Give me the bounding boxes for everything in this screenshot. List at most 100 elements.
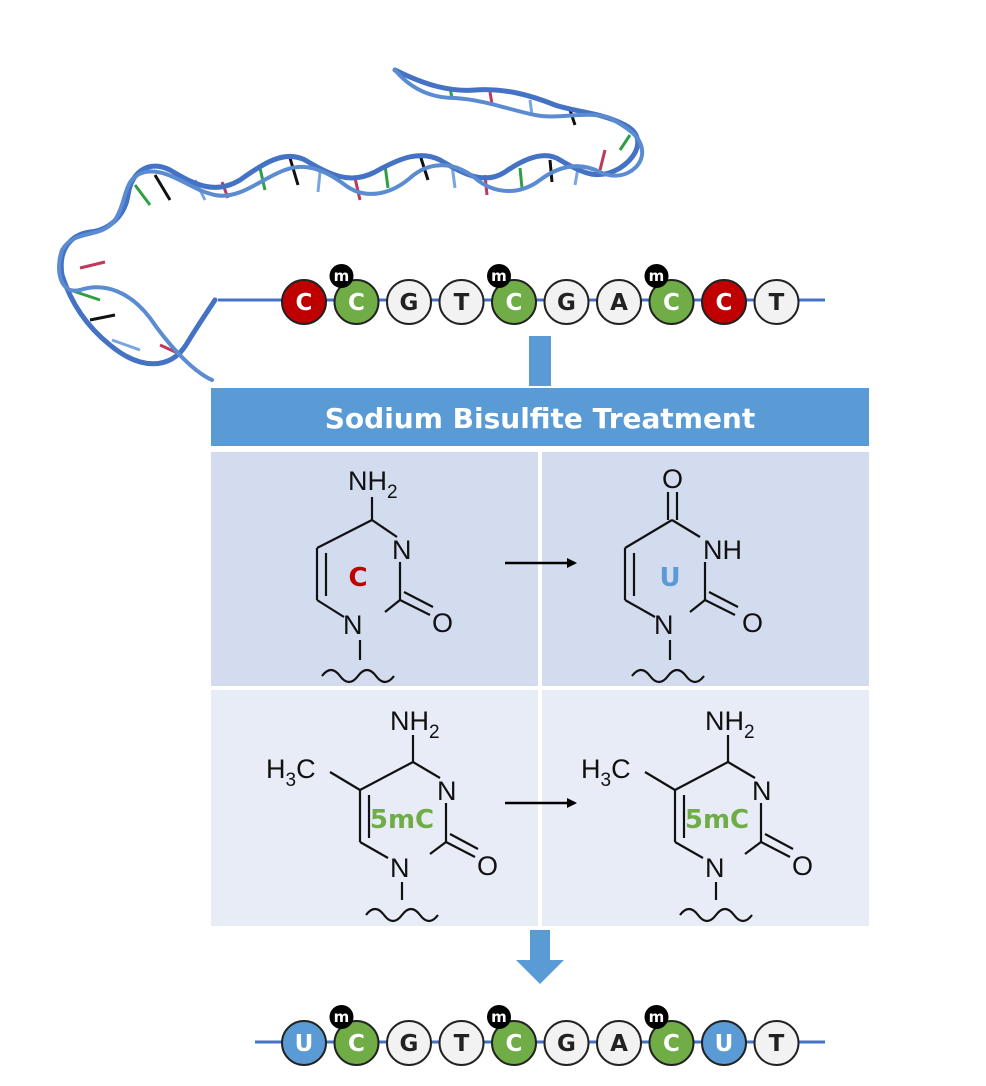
helix-base-pair-rung <box>488 91 494 105</box>
helix-base-pair-rung <box>133 184 152 206</box>
before-base-label: T <box>454 290 470 316</box>
helix-base-pair-rung <box>568 109 577 126</box>
helix-strand-b <box>57 68 645 382</box>
helix-base-pair-rung <box>111 338 141 352</box>
after-base-4: T <box>438 1020 485 1066</box>
before-base-5: Cm <box>487 264 537 325</box>
uracil-n3-label: NH <box>703 535 742 565</box>
uracil-ring-label: U <box>659 563 680 593</box>
after-base-circle <box>596 1020 642 1066</box>
uracil-n1-label: N <box>654 610 674 640</box>
before-base-circle <box>491 279 537 325</box>
methyl-badge <box>329 264 354 288</box>
before-base-circle <box>753 279 800 325</box>
5mc-product-n3-label: N <box>752 776 772 806</box>
after-base-label: G <box>557 1031 576 1057</box>
before-base-label: C <box>716 290 733 316</box>
before-base-circle <box>701 279 747 325</box>
before-base-label: G <box>400 290 419 316</box>
after-base-circle <box>701 1020 747 1066</box>
after-base-circle <box>543 1020 590 1066</box>
methyl-badge-label: m <box>491 267 507 285</box>
5mc-reactant-ring-label: 5mC <box>370 805 434 835</box>
before-base-circle <box>438 279 485 325</box>
5mc-reactant-structure <box>329 735 479 923</box>
panel-cytosine-reactant <box>211 452 538 686</box>
before-base-label: A <box>610 290 628 316</box>
cytosine-structure <box>315 497 434 684</box>
treatment-banner <box>211 388 869 446</box>
5mc-product-n1-label: N <box>705 853 725 883</box>
helix-base-pair-rung <box>316 171 322 193</box>
methyl-badge <box>487 1005 511 1029</box>
methyl-badge-label: m <box>649 1008 665 1026</box>
uracil-structure <box>623 492 739 684</box>
methyl-badge-label: m <box>334 1008 350 1026</box>
uracil-o2-label: O <box>742 608 763 638</box>
5mc-product-amine-label: NH2 <box>705 706 755 743</box>
before-base-circle <box>333 279 380 325</box>
before-base-circle <box>648 279 695 325</box>
after-base-circle <box>648 1020 695 1066</box>
uracil-o4-label: O <box>662 464 683 494</box>
helix-base-pair-rung <box>618 134 632 151</box>
after-base-5: Cm <box>487 1005 537 1066</box>
before-base-7: A <box>596 279 642 325</box>
panel-5mc-product <box>542 690 869 926</box>
helix-base-pair-rung <box>89 313 116 322</box>
helix-base-pair-rung <box>598 149 607 171</box>
after-base-circle <box>753 1020 800 1066</box>
before-base-1: C <box>281 279 327 325</box>
before-base-8: Cm <box>644 264 695 325</box>
before-base-9: C <box>701 279 747 325</box>
helix-base-pair-rung <box>518 167 524 189</box>
after-base-circle <box>438 1020 485 1066</box>
after-base-circle <box>386 1020 432 1066</box>
methyl-badge <box>644 264 669 288</box>
methyl-badge <box>329 1005 354 1029</box>
5mc-product-ring-label: 5mC <box>685 805 749 835</box>
5mc-reactant-methyl-label: H3C <box>266 754 316 791</box>
helix-base-pair-rung <box>353 177 362 201</box>
helix-base-pairs <box>69 87 632 357</box>
5mc-product-structure <box>644 735 794 923</box>
dna-helix-illustration <box>57 67 645 382</box>
cytosine-n3-label: N <box>392 535 412 565</box>
after-base-7: A <box>596 1020 642 1066</box>
treatment-banner-title: Sodium Bisulfite Treatment <box>325 402 756 435</box>
after-base-label: C <box>348 1031 365 1057</box>
before-base-circle <box>386 279 432 325</box>
before-base-4: T <box>438 279 485 325</box>
after-base-label: T <box>454 1031 470 1057</box>
before-base-label: C <box>296 290 313 316</box>
before-base-6: G <box>543 279 590 325</box>
before-base-3: G <box>386 279 432 325</box>
connector-bar <box>529 336 551 386</box>
before-base-circle <box>281 279 327 325</box>
5mc-reactant-n1-label: N <box>390 853 410 883</box>
5mc-reactant-amine-label: NH2 <box>390 706 440 743</box>
methyl-badge-label: m <box>334 267 350 285</box>
after-base-label: C <box>506 1031 523 1057</box>
after-base-9: U <box>701 1020 747 1066</box>
panel-5mc-reactant <box>211 690 538 926</box>
before-base-label: C <box>506 290 523 316</box>
down-arrow <box>516 930 564 984</box>
after-base-circle <box>491 1020 537 1066</box>
before-base-2: Cm <box>329 264 380 325</box>
before-base-label: T <box>769 290 785 316</box>
after-base-label: C <box>663 1031 680 1057</box>
after-base-label: U <box>295 1031 314 1057</box>
after-base-2: Cm <box>329 1005 380 1066</box>
cytosine-n1-label: N <box>343 610 363 640</box>
5mc-reactant-n3-label: N <box>437 776 457 806</box>
helix-base-pair-rung <box>79 260 106 270</box>
methyl-badge-label: m <box>649 267 665 285</box>
after-base-circle <box>281 1020 327 1066</box>
before-base-circle <box>596 279 642 325</box>
after-base-label: A <box>610 1031 628 1057</box>
after-base-10: T <box>753 1020 800 1066</box>
5mc-reactant-o2-label: O <box>477 851 498 881</box>
